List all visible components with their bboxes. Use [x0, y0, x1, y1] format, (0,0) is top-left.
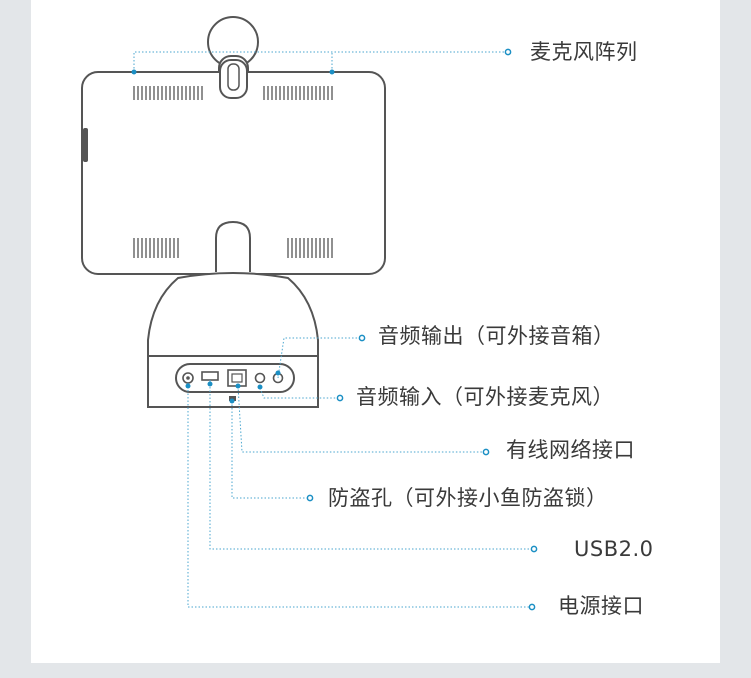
label-lock: 防盗孔（可外接小鱼防盗锁）	[328, 486, 608, 510]
side-button	[83, 128, 88, 162]
audio-in-port	[254, 372, 266, 384]
label-usb: USB2.0	[574, 537, 654, 561]
speaker-grille-top-right	[263, 86, 333, 100]
label-audio-out: 音频输出（可外接音箱）	[378, 324, 615, 348]
port-plate	[175, 363, 295, 393]
anchor-dots	[131, 69, 335, 404]
label-ethernet: 有线网络接口	[506, 438, 635, 462]
leader-lines	[133, 51, 532, 608]
lock-hole	[229, 396, 236, 401]
speaker-grille-top-left	[133, 86, 203, 100]
label-rings	[306, 48, 538, 611]
label-audio-in: 音频输入（可外接麦克风）	[356, 385, 614, 409]
speaker-grille-bottom-right	[287, 238, 333, 258]
label-power: 电源接口	[558, 594, 644, 618]
stand-neck	[215, 220, 251, 272]
speaker-grille-bottom-left	[133, 238, 179, 258]
label-mic-array: 麦克风阵列	[530, 40, 638, 64]
